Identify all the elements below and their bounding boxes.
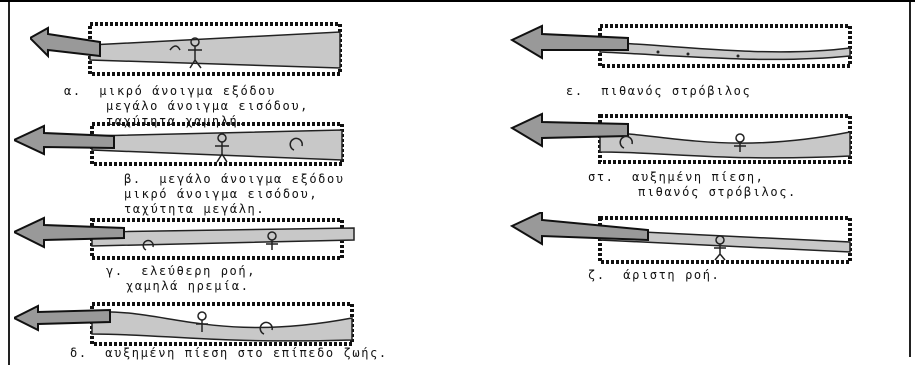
airflow-diagram-a (30, 20, 360, 80)
panel-e: ε. πιθανός στρόβιλος (508, 22, 888, 102)
panel-d: δ. αυξημένη πίεση στο επίπεδο ζωής. (14, 300, 614, 364)
airflow-diagram-b (14, 120, 364, 170)
caption-st-line-1: στ. αυξημένη πίεση, (588, 170, 765, 185)
airflow-diagram-st (508, 112, 868, 168)
caption-c-line-1: γ. ελεύθερη ροή, (106, 264, 256, 279)
caption-c-line-2: χαμηλά ηρεμία. (126, 279, 250, 294)
airflow-diagram-z (508, 212, 868, 268)
caption-a-line-2: μεγάλο άνοιγμα εισόδου, (106, 99, 309, 114)
panel-a: α. μικρό άνοιγμα εξόδου μεγάλο άνοιγμα ε… (30, 20, 370, 132)
left-border-line (8, 2, 10, 365)
airflow-diagram-e (508, 22, 868, 74)
airflow-diagram-d (14, 300, 374, 348)
caption-b-line-1: β. μεγάλο άνοιγμα εξόδου (124, 172, 345, 187)
panel-st: στ. αυξημένη πίεση, πιθανός στρόβιλος. (508, 112, 898, 202)
caption-a-line-1: α. μικρό άνοιγμα εξόδου (64, 84, 276, 99)
panel-c: γ. ελεύθερη ροή, χαμηλά ηρεμία. (14, 214, 384, 294)
airflow-diagram-c (14, 214, 374, 264)
caption-z-line-1: ζ. άριστη ροή. (588, 268, 720, 283)
right-border-line (909, 2, 911, 357)
caption-b-line-2: μικρό άνοιγμα εισόδου, (124, 187, 318, 202)
panel-z: ζ. άριστη ροή. (508, 212, 888, 292)
panel-b: β. μεγάλο άνοιγμα εξόδου μικρό άνοιγμα ε… (14, 120, 374, 212)
caption-st-line-2: πιθανός στρόβιλος. (638, 185, 797, 200)
caption-e-line-1: ε. πιθανός στρόβιλος (566, 84, 751, 99)
caption-d-line-1: δ. αυξημένη πίεση στο επίπεδο ζωής. (70, 346, 388, 361)
